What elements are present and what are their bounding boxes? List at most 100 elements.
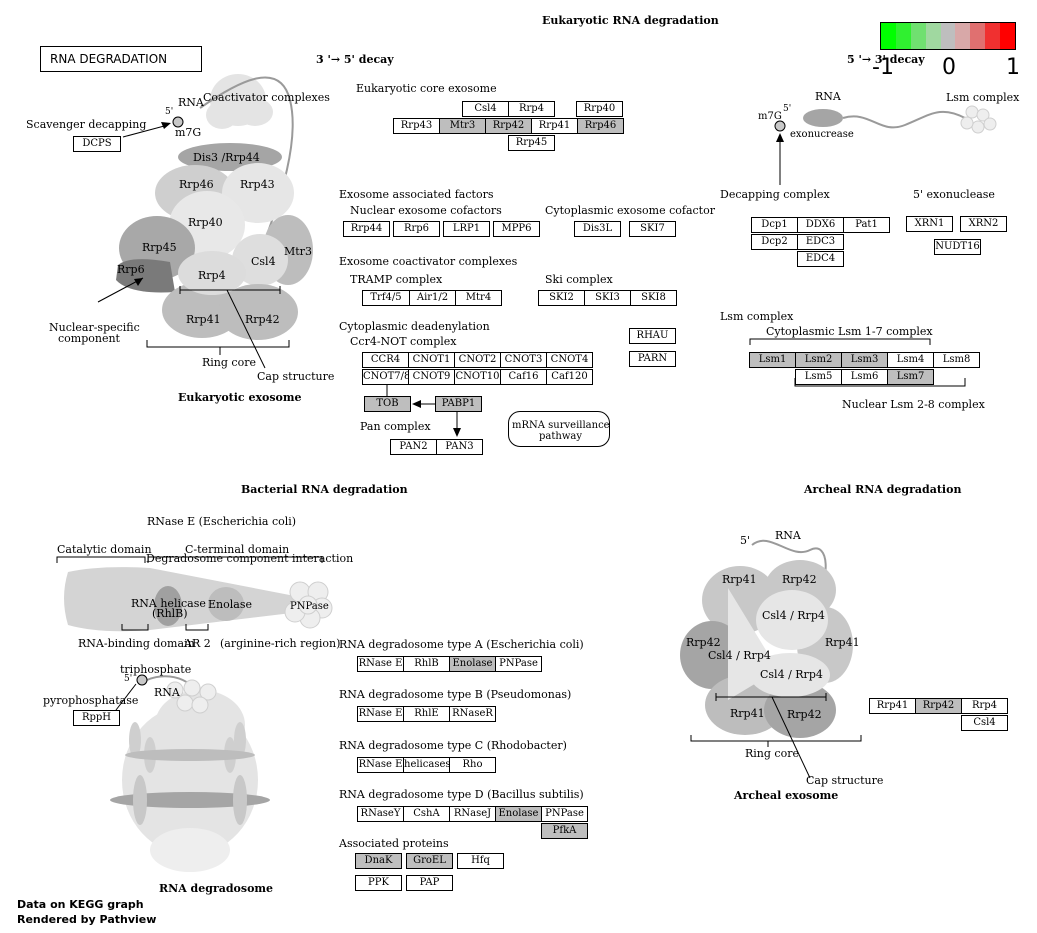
gene-rrp40[interactable]: Rrp40 xyxy=(576,101,623,117)
gene-rrp46[interactable]: Rrp46 xyxy=(577,118,624,134)
gene-caf16[interactable]: Caf16 xyxy=(500,369,547,385)
gene-cnot10[interactable]: CNOT10 xyxy=(454,369,501,385)
gene-cnot2[interactable]: CNOT2 xyxy=(454,352,501,368)
label-type-c: RNA degradosome type C (Rhodobacter) xyxy=(339,739,567,752)
gene-b-rhle[interactable]: RhlE xyxy=(403,706,450,722)
gene-ar-rrp4[interactable]: Rrp4 xyxy=(961,698,1008,714)
gene-dcp1[interactable]: Dcp1 xyxy=(751,217,798,233)
label-ccr4-not: Ccr4-NOT complex xyxy=(350,335,457,348)
gene-a-rhlb[interactable]: RhlB xyxy=(403,656,450,672)
mrna-surveillance-link[interactable]: mRNA surveillance pathway xyxy=(508,411,610,447)
gene-xrn2[interactable]: XRN2 xyxy=(960,216,1007,232)
gene-pat1[interactable]: Pat1 xyxy=(843,217,890,233)
gene-cnot78[interactable]: CNOT7/8 xyxy=(362,369,409,385)
gene-ski3[interactable]: SKI3 xyxy=(584,290,631,306)
shape-label-arch-csl4-2: Csl4 / Rrp4 xyxy=(708,649,771,662)
gene-a-rnasee[interactable]: RNase E xyxy=(357,656,404,672)
gene-lrp1[interactable]: LRP1 xyxy=(443,221,490,237)
five-three-decay-illustration xyxy=(749,105,997,387)
gene-ar-rrp42[interactable]: Rrp42 xyxy=(915,698,962,714)
label-nuc-exo-cof: Nuclear exosome cofactors xyxy=(350,204,502,217)
gene-mpp6[interactable]: MPP6 xyxy=(493,221,540,237)
gene-trf45[interactable]: Trf4/5 xyxy=(362,290,410,306)
gene-c-rho[interactable]: Rho xyxy=(449,757,496,773)
gene-d-rnasey[interactable]: RNaseY xyxy=(357,806,404,822)
gene-lsm2[interactable]: Lsm2 xyxy=(795,352,842,368)
gene-ppk[interactable]: PPK xyxy=(355,875,402,891)
label-type-d: RNA degradosome type D (Bacillus subtili… xyxy=(339,788,584,801)
decay-35-label: 3 '→ 5' decay xyxy=(316,53,394,66)
gene-cnot3[interactable]: CNOT3 xyxy=(500,352,547,368)
gene-ar-rrp41[interactable]: Rrp41 xyxy=(869,698,916,714)
shape-label-rrp6: Rrp6 xyxy=(117,263,145,276)
gene-rrp42[interactable]: Rrp42 xyxy=(485,118,532,134)
gene-pap[interactable]: PAP xyxy=(406,875,453,891)
gene-cnot4[interactable]: CNOT4 xyxy=(546,352,593,368)
label-cterm: C-terminal domain xyxy=(185,543,290,556)
gene-hfq[interactable]: Hfq xyxy=(457,853,504,869)
gene-rhau[interactable]: RHAU xyxy=(629,328,676,344)
gene-b-rnaser[interactable]: RNaseR xyxy=(449,706,496,722)
shape-label-arch-rrp42-br: Rrp42 xyxy=(787,708,822,721)
gene-nudt16[interactable]: NUDT16 xyxy=(934,239,981,255)
gene-dis3l[interactable]: Dis3L xyxy=(574,221,621,237)
gene-pan2[interactable]: PAN2 xyxy=(390,439,437,455)
gene-d-pfka[interactable]: PfkA xyxy=(541,823,588,839)
label-pyrophosphatase: pyrophosphatase xyxy=(43,694,139,707)
gene-ar-csl4[interactable]: Csl4 xyxy=(961,715,1008,731)
gene-lsm6[interactable]: Lsm6 xyxy=(841,369,888,385)
gene-d-enolase[interactable]: Enolase xyxy=(495,806,542,822)
label-nuclear-specific-2: component xyxy=(58,332,120,345)
gene-xrn1[interactable]: XRN1 xyxy=(906,216,953,232)
shape-label-arch-csl4-3: Csl4 / Rrp4 xyxy=(760,668,823,681)
gene-rrp43[interactable]: Rrp43 xyxy=(393,118,440,134)
gene-c-rnasee[interactable]: RNase E xyxy=(357,757,404,773)
label-cyto-dead: Cytoplasmic deadenylation xyxy=(339,320,490,333)
gene-ski7[interactable]: SKI7 xyxy=(629,221,676,237)
label-ring-core: Ring core xyxy=(202,356,256,369)
gene-pan3[interactable]: PAN3 xyxy=(436,439,483,455)
gene-dcp2[interactable]: Dcp2 xyxy=(751,234,798,250)
gene-caf120[interactable]: Caf120 xyxy=(546,369,593,385)
gene-dcps[interactable]: DCPS xyxy=(73,136,121,152)
gene-ski8[interactable]: SKI8 xyxy=(630,290,677,306)
gene-mtr4[interactable]: Mtr4 xyxy=(455,290,502,306)
gene-lsm3[interactable]: Lsm3 xyxy=(841,352,888,368)
gene-d-csha[interactable]: CshA xyxy=(403,806,450,822)
gene-lsm5[interactable]: Lsm5 xyxy=(795,369,842,385)
gene-a-enolase[interactable]: Enolase xyxy=(449,656,496,672)
gene-lsm4[interactable]: Lsm4 xyxy=(887,352,934,368)
gene-lsm1[interactable]: Lsm1 xyxy=(749,352,796,368)
gene-c-helicases[interactable]: helicases xyxy=(403,757,450,773)
gene-dnak[interactable]: DnaK xyxy=(355,853,402,869)
gene-cnot1[interactable]: CNOT1 xyxy=(408,352,455,368)
label-pan-complex: Pan complex xyxy=(360,420,431,433)
gene-d-rnasej[interactable]: RNaseJ xyxy=(449,806,496,822)
gene-rrp44[interactable]: Rrp44 xyxy=(343,221,390,237)
gene-tob[interactable]: TOB xyxy=(364,396,411,412)
gene-ccr4[interactable]: CCR4 xyxy=(362,352,409,368)
gene-groel[interactable]: GroEL xyxy=(406,853,453,869)
gene-ski2[interactable]: SKI2 xyxy=(538,290,585,306)
gene-lsm7[interactable]: Lsm7 xyxy=(887,369,934,385)
gene-mtr3[interactable]: Mtr3 xyxy=(439,118,486,134)
gene-a-pnpase[interactable]: PNPase xyxy=(495,656,542,672)
gene-rrp41[interactable]: Rrp41 xyxy=(531,118,578,134)
gene-b-rnasee[interactable]: RNase E xyxy=(357,706,404,722)
label-triphosphate: triphosphate xyxy=(120,663,192,676)
gene-ddx6[interactable]: DDX6 xyxy=(797,217,844,233)
gene-parn[interactable]: PARN xyxy=(629,351,676,367)
gene-pabp1[interactable]: PABP1 xyxy=(435,396,482,412)
gene-cnot9[interactable]: CNOT9 xyxy=(408,369,455,385)
gene-rrp6[interactable]: Rrp6 xyxy=(393,221,440,237)
gene-d-pnpase[interactable]: PNPase xyxy=(541,806,588,822)
gene-rrp45[interactable]: Rrp45 xyxy=(508,135,555,151)
gene-lsm8[interactable]: Lsm8 xyxy=(933,352,980,368)
gene-csl4[interactable]: Csl4 xyxy=(462,101,509,117)
gene-rrp4[interactable]: Rrp4 xyxy=(508,101,555,117)
decay-53-label: 5 '→ 3' decay xyxy=(847,53,925,66)
gene-edc3[interactable]: EDC3 xyxy=(797,234,844,250)
gene-rpph[interactable]: RppH xyxy=(73,710,120,726)
gene-edc4[interactable]: EDC4 xyxy=(797,251,844,267)
gene-air12[interactable]: Air1/2 xyxy=(409,290,456,306)
